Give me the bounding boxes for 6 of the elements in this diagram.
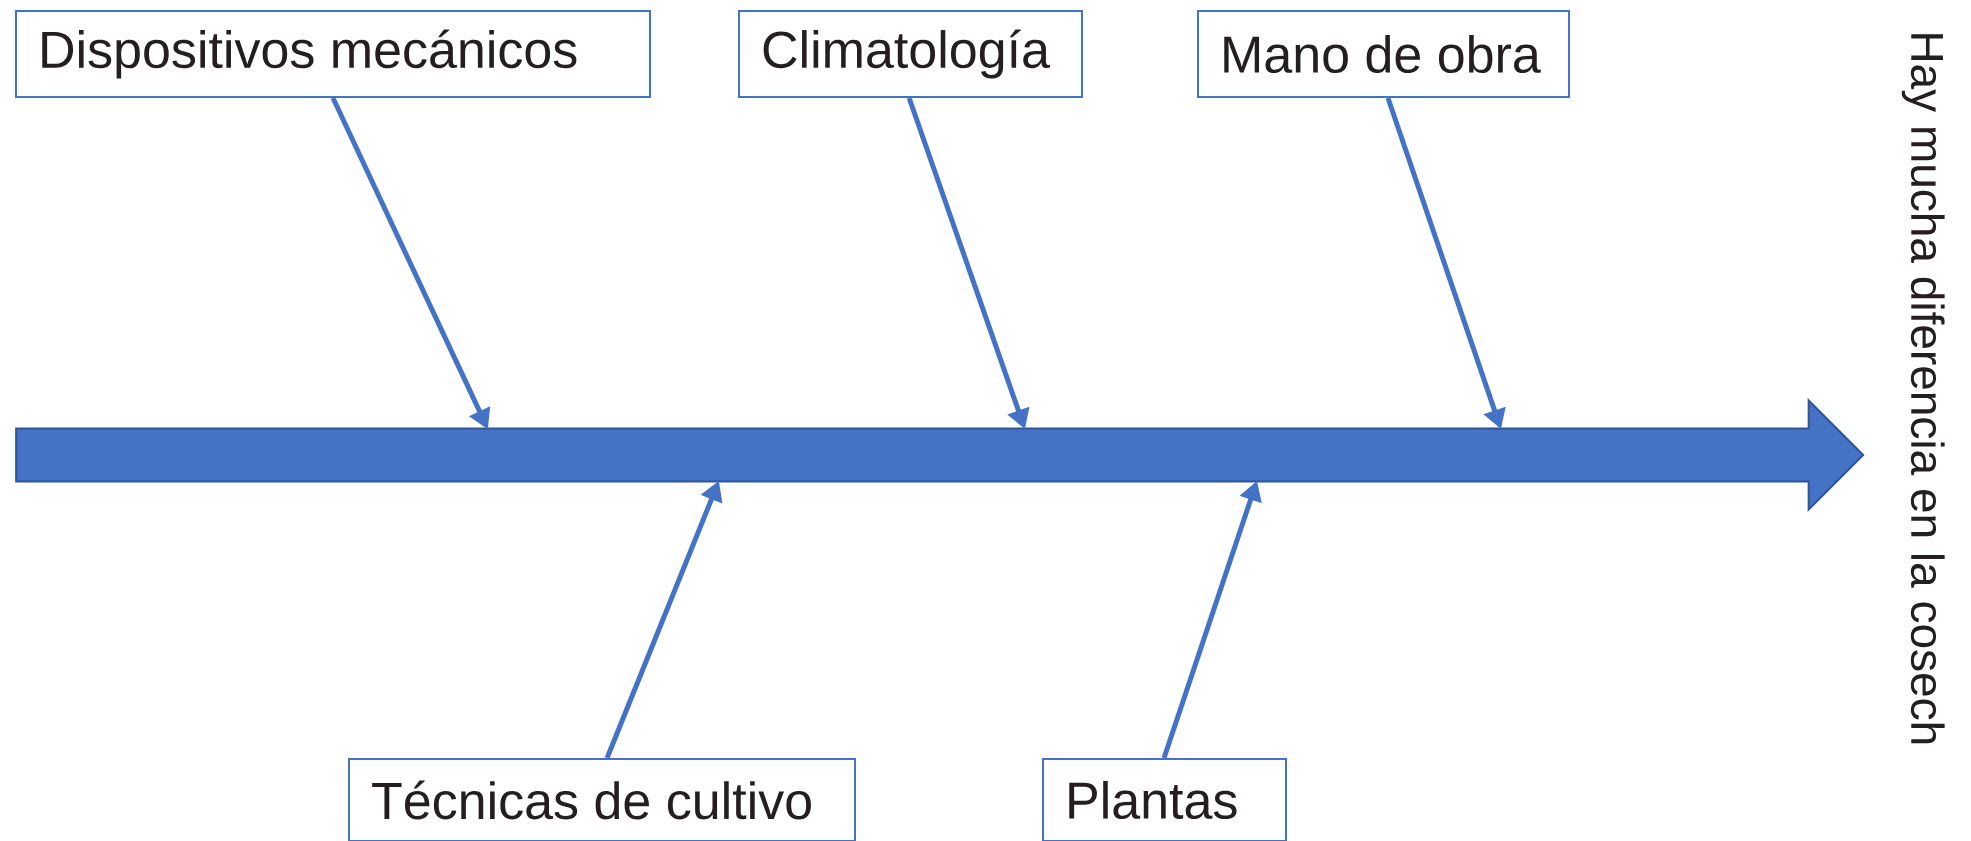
- cause-box: Plantas: [1042, 758, 1287, 841]
- cause-box: Climatología: [738, 10, 1083, 98]
- cause-box: Dispositivos mecánicos: [15, 10, 651, 98]
- effect-label: Hay mucha diferencia en la cosech: [1901, 34, 1945, 744]
- cause-box: Técnicas de cultivo: [348, 758, 856, 841]
- cause-box: Mano de obra: [1197, 10, 1570, 98]
